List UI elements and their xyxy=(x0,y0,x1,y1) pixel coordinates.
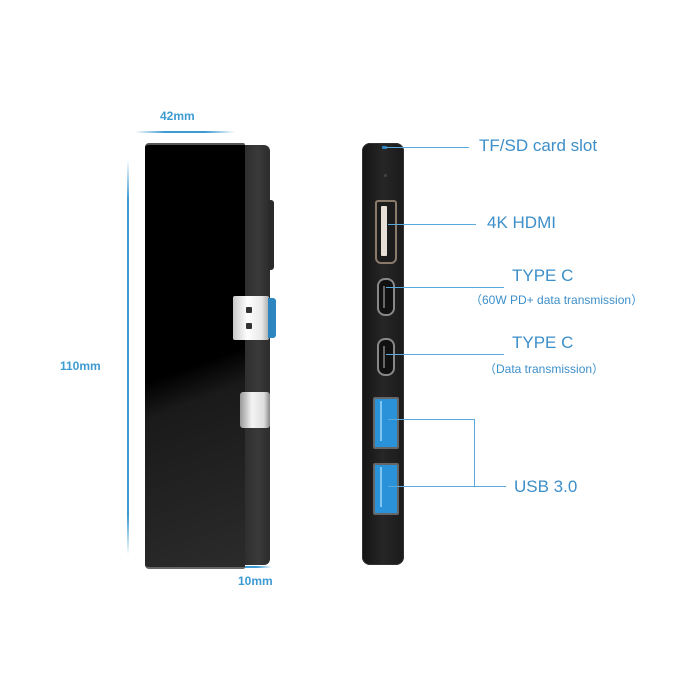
callout-line-sd xyxy=(386,147,469,148)
usb-a-plug-hole xyxy=(246,323,252,329)
usb-a-plug-tongue xyxy=(268,298,276,338)
depth-dimension-label: 10mm xyxy=(238,574,273,588)
label-typec-pd: TYPE C xyxy=(512,266,574,285)
callout-line-usb-top xyxy=(388,419,474,420)
height-dimension-line xyxy=(127,160,129,555)
usb3-port-contacts xyxy=(380,467,382,507)
callout-line-typec-pd xyxy=(386,287,504,288)
callout-line-usb-bottom xyxy=(388,486,506,487)
callout-line-hdmi xyxy=(388,224,476,225)
hdmi-port-contacts xyxy=(381,206,387,256)
hub-front-face xyxy=(145,143,245,569)
label-typec-pd-sub: （60W PD+ data transmission） xyxy=(470,293,644,307)
height-dimension-label: 110mm xyxy=(60,359,101,373)
sd-slot-icon xyxy=(382,146,387,149)
typec-port-tongue xyxy=(383,286,385,308)
label-typec-data-sub: （Data transmission） xyxy=(484,362,605,376)
typec-port-tongue xyxy=(383,346,385,368)
usb-c-plug xyxy=(240,392,270,428)
typec-port-icon xyxy=(377,278,395,316)
label-usb3: USB 3.0 xyxy=(514,477,578,496)
depth-dimension-line xyxy=(222,566,272,568)
label-typec-data: TYPE C xyxy=(512,333,574,352)
hub-side-panel xyxy=(240,145,270,565)
label-hdmi: 4K HDMI xyxy=(487,213,556,232)
label-tf-sd-slot: TF/SD card slot xyxy=(479,136,598,155)
typec-port-icon xyxy=(377,338,395,376)
usb3-port-contacts xyxy=(380,401,382,441)
callout-line-typec-data xyxy=(386,354,504,355)
hub-side-tab xyxy=(268,200,274,270)
width-dimension-line xyxy=(135,131,235,133)
indicator-hole xyxy=(384,174,387,177)
usb-a-plug xyxy=(233,296,269,340)
usb-a-plug-hole xyxy=(246,307,252,313)
width-dimension-label: 42mm xyxy=(160,109,195,123)
usb3-port-icon xyxy=(373,463,399,515)
callout-line-usb-bracket xyxy=(474,419,475,486)
usb3-port-icon xyxy=(373,397,399,449)
